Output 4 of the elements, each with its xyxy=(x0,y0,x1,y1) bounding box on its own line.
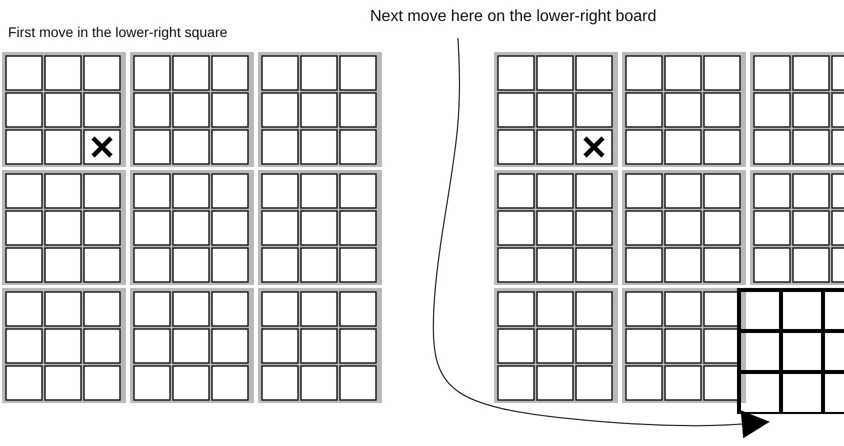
caption-text: First move in the lower-right square xyxy=(8,24,228,40)
curved-arrow xyxy=(432,38,770,438)
highlighted-board xyxy=(737,288,844,414)
annotation-text: Next move here on the lower-right board xyxy=(370,8,656,25)
